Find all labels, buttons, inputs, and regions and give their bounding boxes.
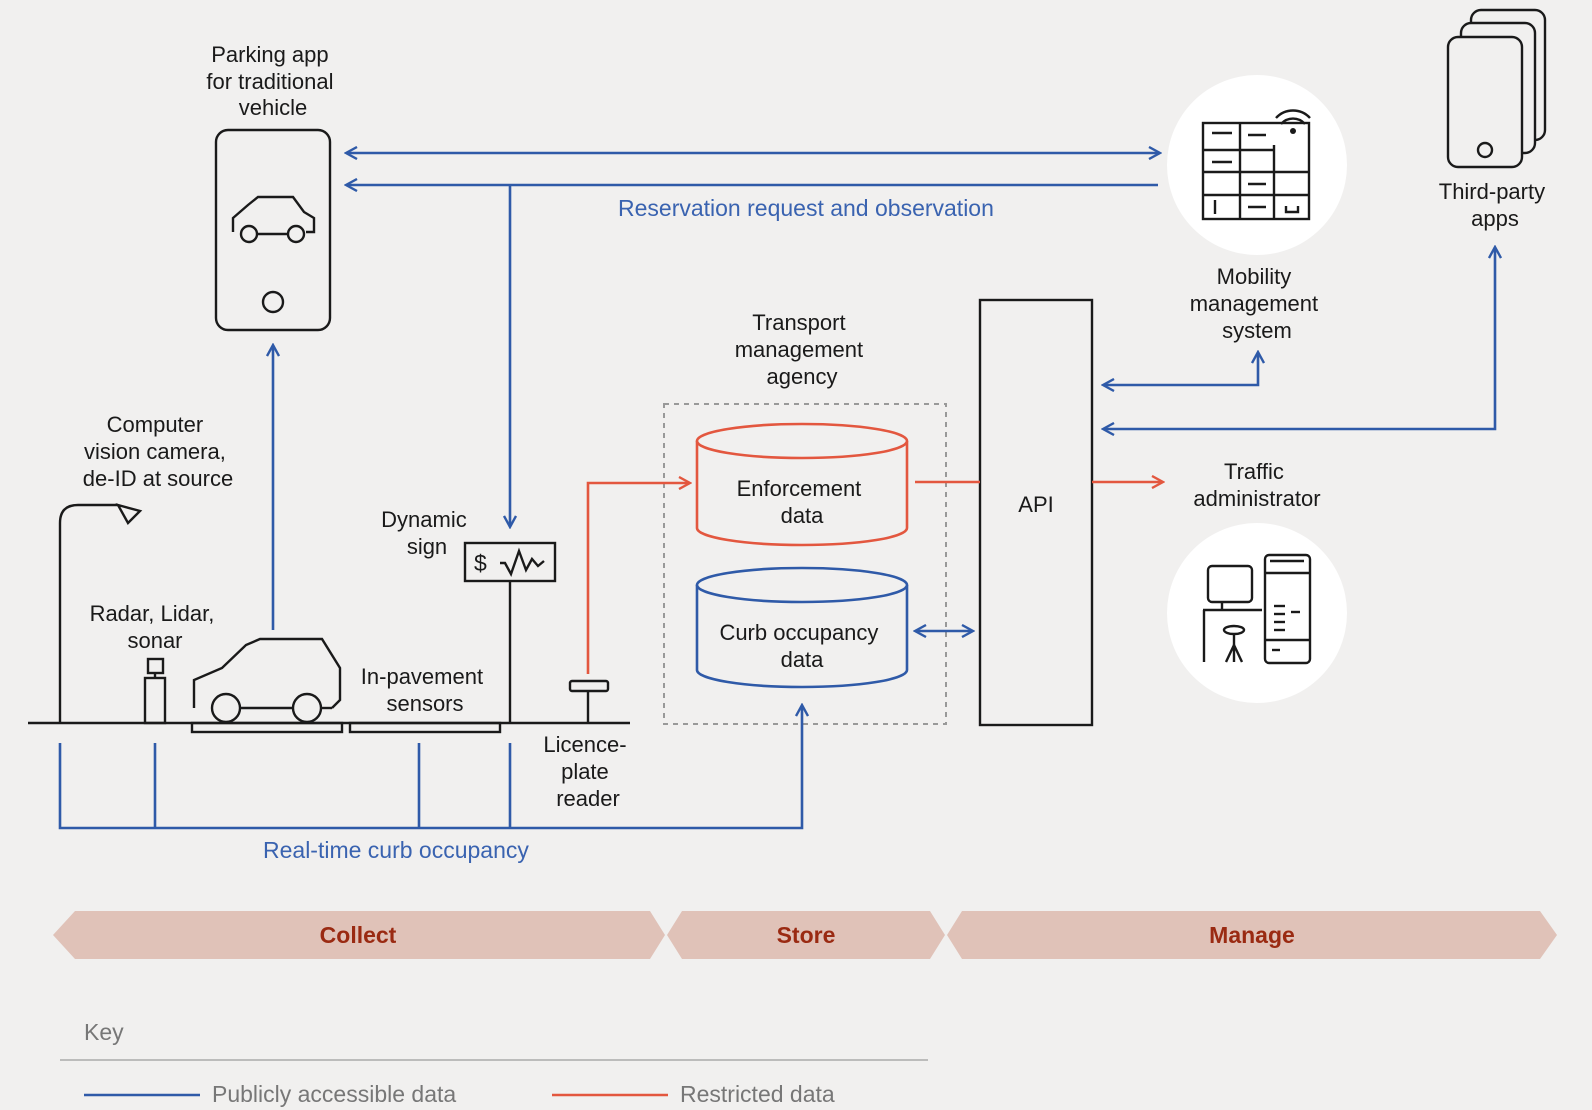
- realtime-occupancy-arrow: [58, 705, 802, 830]
- plate-reader-label: Licence- plate reader: [543, 732, 632, 811]
- curb-occupancy-data-label: Curb occupancy data: [719, 620, 884, 672]
- api-label: API: [1018, 492, 1053, 517]
- third-party-apps-icon: [1446, 8, 1547, 169]
- camera-pole-icon: [58, 503, 143, 723]
- phase-manage: Manage: [947, 911, 1557, 959]
- traffic-administrator-label: Traffic administrator: [1193, 459, 1320, 511]
- dynamic-sign-symbol: $: [474, 550, 487, 576]
- car-icon: [231, 195, 316, 244]
- radar-label: Radar, Lidar, sonar: [90, 601, 221, 653]
- phase-collect: Collect: [53, 911, 665, 959]
- pavement-sensor-pad-1: [190, 721, 344, 734]
- phase-store-label: Store: [777, 922, 836, 948]
- realtime-flow-label: Real-time curb occupancy: [263, 837, 529, 863]
- street-car-icon: [192, 637, 342, 724]
- agency-label: Transport management agency: [735, 310, 870, 389]
- key-restricted-label: Restricted data: [680, 1081, 835, 1107]
- agency-boundary: [663, 403, 947, 725]
- key-title: Key: [84, 1019, 124, 1045]
- dynamic-sign-label: Dynamic sign: [381, 507, 473, 559]
- mobility-system-label: Mobility management system: [1190, 264, 1325, 343]
- pavement-sensors-label: In-pavement sensors: [361, 664, 489, 716]
- mobility-system-icon: [1167, 75, 1347, 255]
- parking-app-phone-icon: [214, 128, 332, 332]
- api-mobility-bidirectional-arrow: [1103, 352, 1258, 385]
- reservation-flow-label: Reservation request and observation: [618, 195, 994, 221]
- phase-store: Store: [667, 911, 945, 959]
- api-third-party-bidirectional-arrow: [1103, 247, 1495, 429]
- enforcement-data-label: Enforcement data: [737, 476, 868, 528]
- parking-app-label: Parking app for traditional vehicle: [206, 42, 339, 120]
- traffic-administrator-icon: [1167, 523, 1347, 703]
- third-party-apps-label: Third-party apps: [1439, 179, 1551, 231]
- key-public-label: Publicly accessible data: [212, 1081, 456, 1107]
- curb-occupancy-data-cylinder: [695, 566, 909, 689]
- plate-reader-to-enforcement-arrow: [586, 483, 690, 674]
- phase-manage-label: Manage: [1209, 922, 1295, 948]
- dynamic-sign-icon: [463, 541, 557, 723]
- enforcement-data-cylinder: [695, 422, 909, 547]
- radar-lidar-sensor-icon: [143, 657, 167, 725]
- licence-plate-reader-icon: [568, 679, 610, 723]
- pavement-sensor-pad-2: [348, 721, 502, 734]
- api-box: [978, 298, 1094, 727]
- camera-label: Computer vision camera, de-ID at source: [83, 412, 233, 491]
- phase-collect-label: Collect: [320, 922, 397, 948]
